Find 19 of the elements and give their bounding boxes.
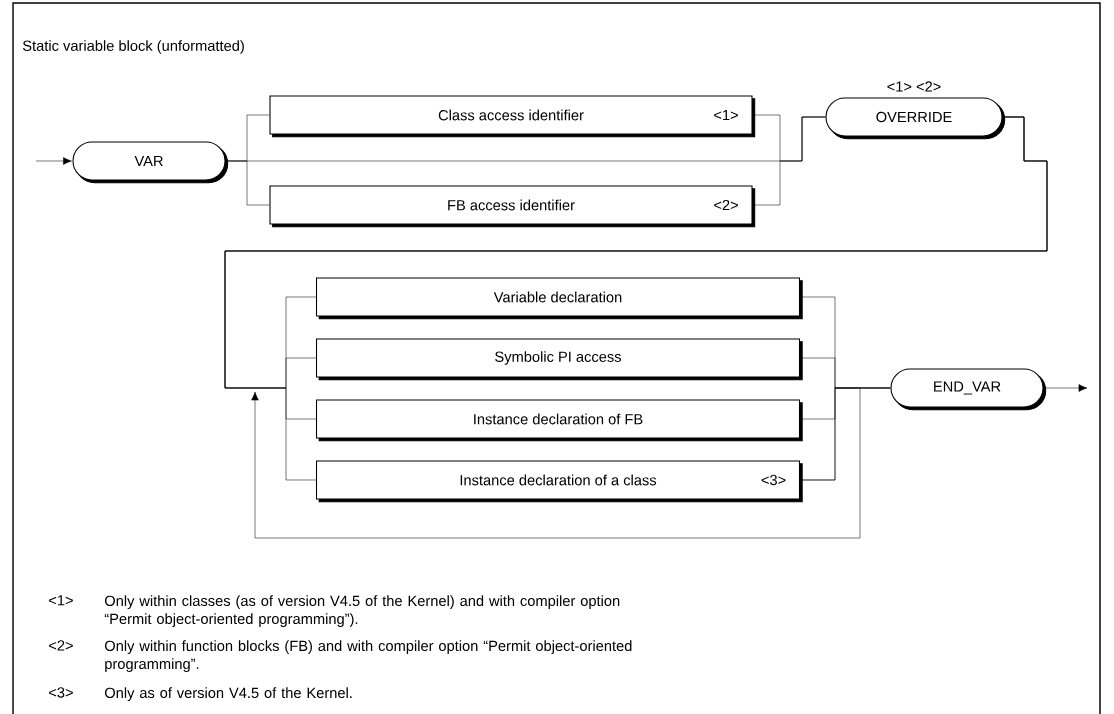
connector-line — [35, 157, 72, 165]
footnote-marker: <1> <2> — [887, 81, 941, 92]
footnote-marker: <2> — [49, 640, 73, 651]
syntax-box: Symbolic PI access — [315, 338, 803, 381]
connector-line — [1043, 384, 1088, 392]
syntax-box: Instance declaration of FB — [315, 399, 803, 442]
footnote-marker: <3> — [49, 687, 73, 698]
footnote-marker: <1> — [49, 595, 73, 606]
footnote-text: Only as of version V4.5 of the Kernel. — [104, 687, 352, 701]
syntax-box: Instance declaration of a class <3> — [315, 460, 803, 503]
syntax-box: Variable declaration — [315, 277, 803, 320]
heading: Static variable block (unformatted) — [22, 40, 244, 54]
connector-line — [224, 116, 1048, 481]
footnote-text: Only within classes (as of version V4.5 of the Kernel) and with compiler option “Permit object-oriented programming”). — [104, 595, 620, 627]
connector-line — [225, 116, 826, 162]
syntax-box: Class access identifier <1> — [269, 95, 756, 138]
connector-line — [251, 387, 861, 539]
syntax-box: FB access identifier <2> — [269, 185, 756, 228]
footnote-text: Only within function blocks (FB) and with compiler option “Permit object-oriented programming”. — [104, 640, 632, 672]
